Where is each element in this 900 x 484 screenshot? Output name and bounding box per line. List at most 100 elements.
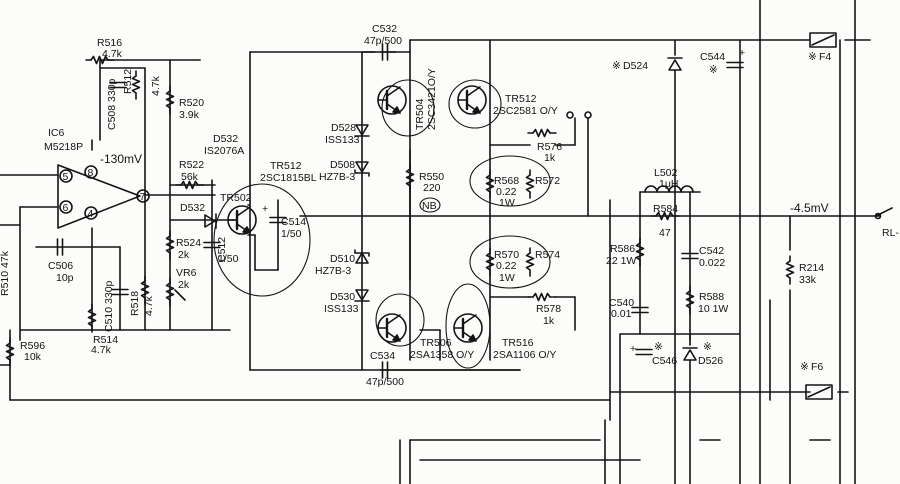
r520-value: 3.9k [179, 109, 200, 121]
f6-label: F6 [811, 361, 823, 373]
ic6-pin8-marker [84, 165, 98, 179]
d528-diode [355, 124, 369, 136]
tr516-label: TR516 [502, 337, 534, 349]
ic6-pin4: 4 [88, 208, 94, 220]
d526-mark: ※ [703, 341, 712, 353]
r568-power: 1W [499, 197, 515, 209]
ic6-pin4-marker [84, 206, 98, 220]
vr6-value: 2k [178, 279, 190, 291]
c546-symbol [635, 348, 653, 356]
c544-plus: + [739, 47, 745, 59]
l502-inductor [644, 185, 694, 193]
r510-label: R510 47k [0, 250, 11, 296]
r550-value: 220 [423, 182, 441, 194]
r512-label: R512 [122, 69, 134, 94]
r588-label: R588 [699, 291, 724, 303]
wiring [0, 0, 881, 484]
c542-label: C542 [699, 245, 724, 257]
c546-mark: ※ [654, 341, 663, 353]
ic6-pin5-marker [59, 169, 73, 183]
tr504-label: TR504 [414, 98, 426, 130]
r522-label: R522 [179, 159, 204, 171]
f6-mark: ※ [800, 361, 809, 373]
c510-label: C510 330p [103, 280, 115, 332]
r522-value: 56k [181, 171, 199, 183]
r568-value: 0.22 [496, 186, 517, 198]
d526-diode [683, 349, 697, 361]
d532-part: IS2076A [204, 145, 244, 157]
d530-part: ISS133 [324, 303, 359, 315]
c534-label: C534 [370, 350, 395, 362]
r550-tag: NB [422, 200, 437, 212]
r574-symbol [525, 247, 535, 277]
r576-value: 1k [544, 152, 556, 164]
c512-value: 1/50 [218, 253, 239, 265]
tr504-part: 2SC3421O/Y [426, 68, 438, 130]
c506-value: 10p [56, 272, 74, 284]
r574-label: R574 [535, 249, 560, 261]
tr502-highlight [213, 183, 311, 297]
c506-label: C506 [48, 260, 73, 272]
c542-value: 0.022 [699, 257, 725, 269]
r584-value: 47 [659, 227, 671, 239]
f6-fuse [805, 384, 833, 400]
d528-part: ISS133 [325, 134, 360, 146]
output-voltage: -4.5mV [790, 201, 829, 215]
ic6-label: IC6 [48, 127, 65, 139]
r584-label: R584 [653, 203, 678, 215]
d532-label: D532 [213, 133, 238, 145]
r596-label: R596 [20, 340, 45, 352]
r570-value: 0.22 [496, 260, 517, 272]
ic6-pin8: 8 [88, 167, 94, 179]
tr506-label: TR506 [420, 337, 452, 349]
r520-label: R520 [179, 97, 204, 109]
d510-label: D510 [330, 253, 355, 265]
tr502-symbol [226, 204, 258, 236]
d508-zener [355, 161, 369, 173]
ic6-offset-voltage: -130mV [100, 152, 142, 166]
d510-zener [355, 252, 369, 264]
f4-mark: ※ [808, 51, 817, 63]
tr506-part: 2SA1358 O/Y [410, 349, 474, 361]
ic6-pin5: 5 [63, 171, 69, 183]
r578-label: R578 [536, 303, 561, 315]
ic6-pin7: 7 [140, 191, 146, 203]
r516-label: R516 [97, 37, 122, 49]
ic6-opamp: 5 6 8 4 7 [57, 164, 150, 229]
r514-value: 4.7k [91, 344, 112, 356]
c544-label: C544 [700, 51, 725, 63]
c532-label: C532 [372, 23, 397, 35]
r524-value: 2k [178, 249, 190, 261]
r518-value: 4.7k [143, 295, 155, 316]
c532-value: 47p/500 [364, 35, 402, 47]
r550-label: R550 [419, 171, 444, 183]
c544-mark: ※ [709, 64, 718, 76]
relay-label: RL- [882, 227, 899, 239]
f4-fuse [809, 32, 837, 48]
r586-value: 22 1W [606, 255, 636, 267]
c546-label: C546 [652, 355, 677, 367]
d508-label: D508 [330, 159, 355, 171]
d532-diode [204, 214, 216, 228]
r578-symbol [527, 292, 557, 302]
c540-label: C540 [609, 297, 634, 309]
c514-label: C514 [281, 216, 306, 228]
tr506-highlight [375, 293, 425, 347]
tr512-label: TR512 [505, 93, 537, 105]
tr516-highlight [445, 283, 491, 369]
f4-label: F4 [819, 51, 831, 63]
test-point-2 [584, 111, 592, 119]
r214-value: 33k [799, 274, 817, 286]
r514-label: R514 [93, 334, 118, 346]
r578-value: 1k [543, 315, 555, 327]
tr512-highlight [448, 79, 502, 129]
d530-diode [355, 289, 369, 301]
d524-diode [668, 59, 682, 71]
d524-mark: ※ [612, 60, 621, 72]
r570-power: 1W [499, 272, 515, 284]
d530-label: D530 [330, 291, 355, 303]
l502-value: 1μH [659, 178, 678, 190]
r512-value: 4.7k [150, 75, 162, 96]
r524-label: R524 [176, 237, 201, 249]
